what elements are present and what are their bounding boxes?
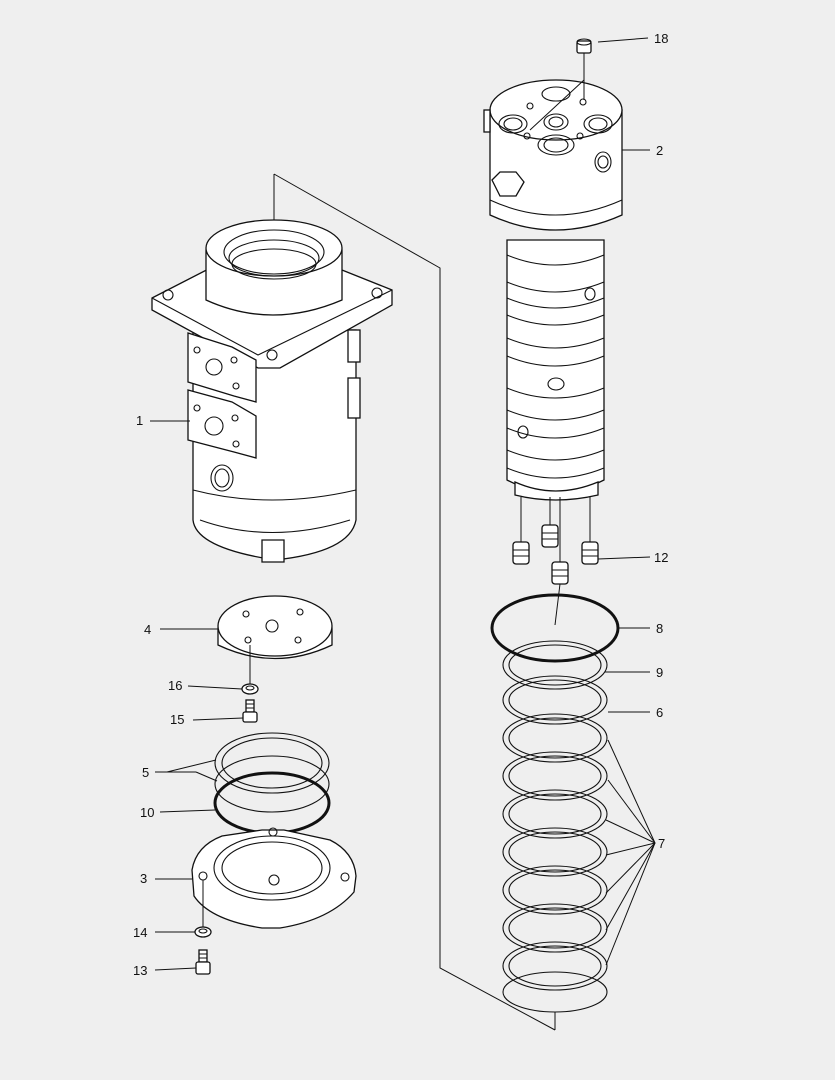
callout-13: 13 — [133, 963, 147, 978]
o-ring-10-part — [213, 771, 331, 835]
callout-2: 2 — [656, 143, 663, 158]
callout-8: 8 — [656, 621, 663, 636]
callout-16: 16 — [168, 678, 182, 693]
assembly-frame-polyline — [273, 173, 556, 1031]
plug-12-parts — [512, 497, 599, 626]
callout-6: 6 — [656, 705, 663, 720]
washer-14-part — [194, 926, 212, 938]
seal-rings-5-part — [214, 732, 330, 813]
callout-9: 9 — [656, 665, 663, 680]
swivel-spool-part — [483, 79, 623, 501]
callout-12: 12 — [654, 550, 668, 565]
seal-ring-stack — [502, 640, 608, 1013]
flange-cover-3-part — [191, 827, 357, 929]
swivel-body-part — [151, 219, 393, 563]
bolt-15-part — [242, 699, 258, 723]
callout-10: 10 — [140, 805, 154, 820]
callout-1: 1 — [136, 413, 143, 428]
cover-plate-4-part — [217, 595, 333, 685]
bolt-13-part — [195, 949, 211, 975]
leader-lines — [150, 37, 656, 971]
callout-15: 15 — [170, 712, 184, 727]
callout-5: 5 — [142, 765, 149, 780]
o-ring-8-part — [490, 593, 620, 663]
callout-14: 14 — [133, 925, 147, 940]
plug-18-part — [529, 38, 592, 131]
callout-3: 3 — [140, 871, 147, 886]
callout-18: 18 — [654, 31, 668, 46]
callout-7: 7 — [658, 836, 665, 851]
washer-16-part — [241, 683, 259, 695]
callout-4: 4 — [144, 622, 151, 637]
